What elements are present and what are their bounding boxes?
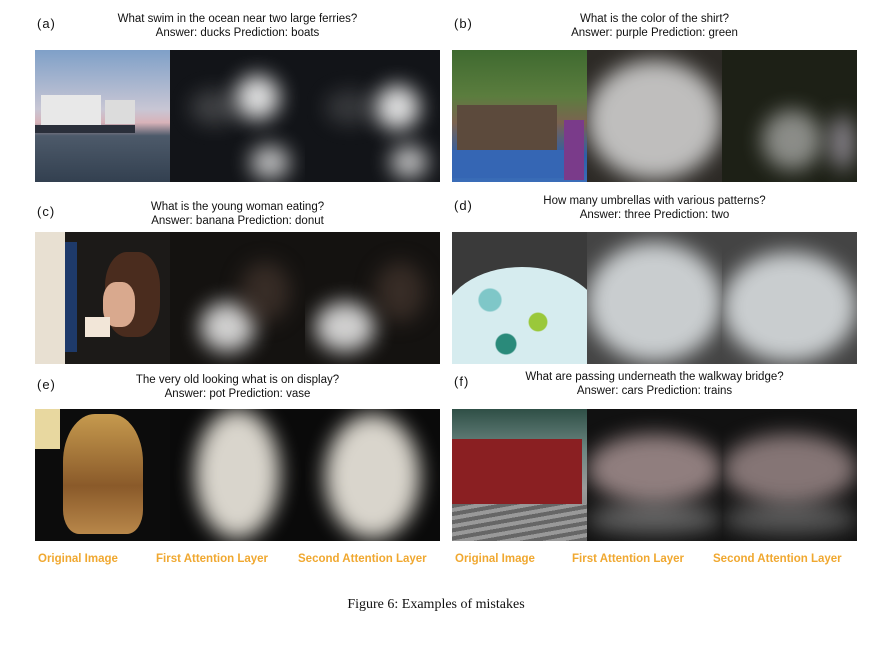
caption-second-attention-layer: Second Attention Layer	[298, 553, 427, 565]
panel-e: (e) The very old looking what is on disp…	[35, 373, 440, 541]
second-attention-map	[305, 232, 440, 364]
question: What swim in the ocean near two large fe…	[117, 13, 358, 25]
image-strip	[35, 232, 440, 364]
panel-letter: (a)	[37, 16, 56, 31]
caption-first-attention-layer: First Attention Layer	[572, 553, 685, 565]
second-attention-map	[722, 232, 857, 364]
panel-letter: (c)	[37, 204, 56, 219]
column-captions: Original Image First Attention Layer Sec…	[0, 553, 872, 569]
caption-second-attention-layer: Second Attention Layer	[713, 553, 842, 565]
panel-f: (f) What are passing underneath the walk…	[452, 370, 857, 541]
question: What is the color of the shirt?	[580, 13, 729, 25]
panel-letter: (e)	[37, 377, 56, 392]
question: What are passing underneath the walkway …	[525, 371, 784, 383]
original-image	[452, 50, 587, 182]
panel-letter: (b)	[454, 16, 473, 31]
original-image	[35, 232, 170, 364]
second-attention-map	[305, 409, 440, 541]
answer-prediction: Answer: banana Prediction: donut	[151, 215, 324, 227]
first-attention-map	[587, 232, 722, 364]
first-attention-map	[587, 409, 722, 541]
original-image	[452, 409, 587, 541]
caption-original-image: Original Image	[38, 553, 118, 565]
second-attention-map	[305, 50, 440, 182]
question: What is the young woman eating?	[150, 201, 325, 213]
first-attention-map	[587, 50, 722, 182]
answer-prediction: Answer: ducks Prediction: boats	[155, 27, 320, 39]
caption-original-image: Original Image	[455, 553, 535, 565]
original-image	[35, 50, 170, 182]
first-attention-map	[170, 409, 305, 541]
image-strip	[452, 50, 857, 182]
caption-first-attention-layer: First Attention Layer	[156, 553, 269, 565]
panel-c: (c) What is the young woman eating? Answ…	[35, 200, 440, 364]
answer-prediction: Answer: cars Prediction: trains	[576, 385, 733, 397]
image-strip	[35, 50, 440, 182]
panel-d: (d) How many umbrellas with various patt…	[452, 194, 857, 364]
panel-letter: (d)	[454, 198, 473, 213]
image-strip	[452, 409, 857, 541]
original-image	[35, 409, 170, 541]
question: The very old looking what is on display?	[135, 374, 340, 386]
first-attention-map	[170, 232, 305, 364]
figure-caption: Figure 6: Examples of mistakes	[347, 597, 525, 612]
panel-b: (b) What is the color of the shirt? Answ…	[452, 12, 857, 182]
first-attention-map	[170, 50, 305, 182]
second-attention-map	[722, 50, 857, 182]
image-strip	[35, 409, 440, 541]
panel-letter: (f)	[454, 374, 470, 389]
original-image	[452, 232, 587, 364]
answer-prediction: Answer: pot Prediction: vase	[164, 388, 311, 400]
answer-prediction: Answer: three Prediction: two	[579, 209, 730, 221]
second-attention-map	[722, 409, 857, 541]
question: How many umbrellas with various patterns…	[543, 195, 766, 207]
image-strip	[452, 232, 857, 364]
panel-a: (a) What swim in the ocean near two larg…	[35, 12, 440, 182]
answer-prediction: Answer: purple Prediction: green	[571, 27, 738, 39]
